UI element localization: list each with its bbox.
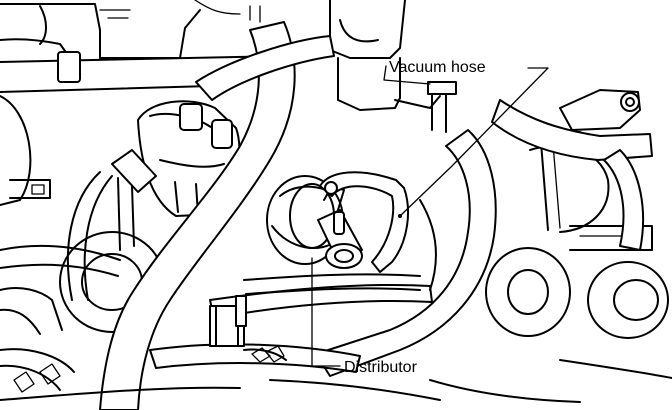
upper-cross-hose: [195, 35, 335, 101]
vacuum-hose-label: Vacuum hose: [389, 59, 486, 76]
vacuum-advance-unit: [317, 185, 363, 269]
top-center-component: [329, 0, 441, 111]
vacuum-hose: [319, 171, 409, 273]
engine-block-outline: [0, 0, 261, 59]
engine-housing: [0, 95, 51, 206]
distributor-label: Distributor: [344, 359, 418, 376]
right-diagonal-hose: [491, 99, 653, 251]
main-hose-left: [99, 21, 296, 410]
lower-hoses: [0, 283, 672, 403]
leader-lines: [311, 65, 549, 367]
main-hose-right: [315, 129, 497, 377]
center-small-hoses: [243, 199, 437, 295]
lower-bracket: [209, 295, 287, 363]
hose-clamp-top: [427, 81, 457, 133]
left-hoses: [0, 244, 121, 393]
plug-boot: [66, 149, 157, 301]
